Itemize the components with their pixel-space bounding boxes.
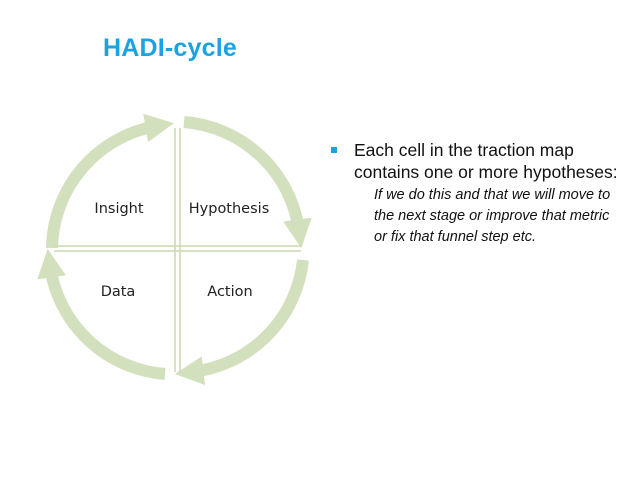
cell-action: Action bbox=[207, 284, 252, 300]
arc-top-right bbox=[183, 116, 312, 249]
bullet-item: Each cell in the traction map contains o… bbox=[331, 139, 621, 183]
arc-top-left bbox=[46, 113, 175, 249]
bullet-square-icon bbox=[331, 147, 337, 153]
bullet-sub-text: If we do this and that we will move to t… bbox=[374, 187, 611, 245]
arc-bottom-right bbox=[174, 259, 309, 385]
bullet-list: Each cell in the traction map contains o… bbox=[331, 139, 621, 248]
bullet-main-text: Each cell in the traction map contains o… bbox=[354, 140, 618, 182]
cross-divider bbox=[54, 128, 301, 372]
cell-hypothesis: Hypothesis bbox=[189, 201, 270, 217]
cell-data: Data bbox=[101, 284, 136, 300]
arc-bottom-left bbox=[37, 248, 166, 380]
cell-insight: Insight bbox=[94, 201, 143, 217]
slide-title: HADI-cycle bbox=[103, 34, 237, 62]
